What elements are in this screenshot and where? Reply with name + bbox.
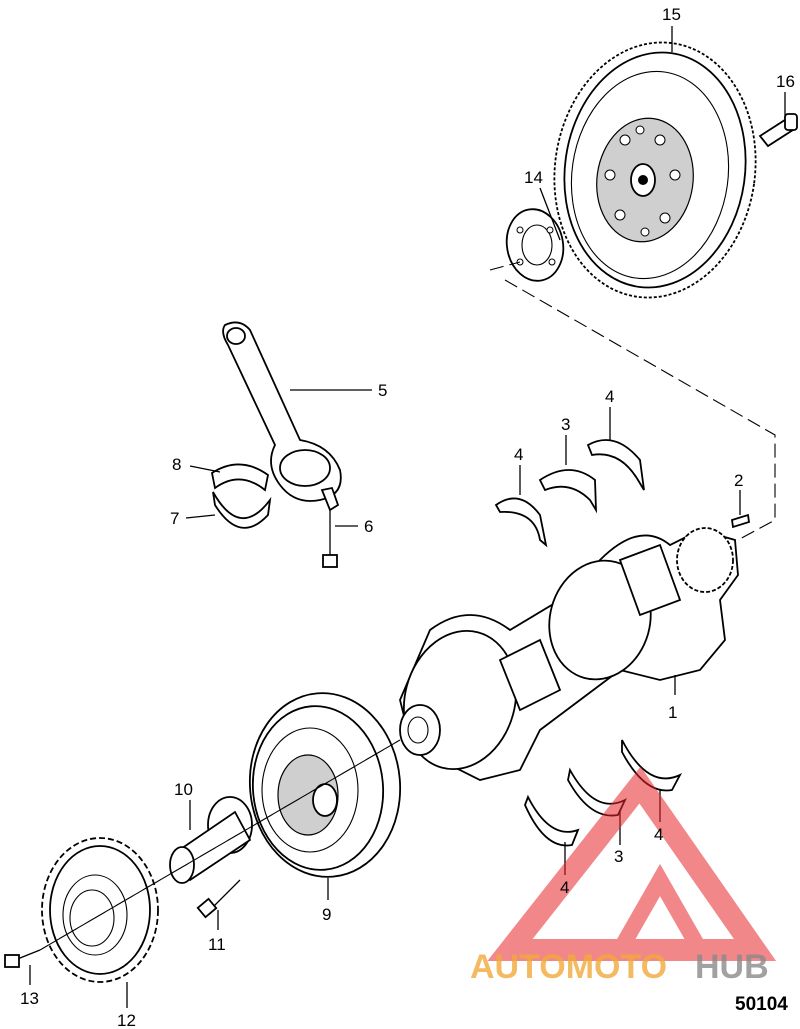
label-3-upper: 3 (561, 415, 570, 434)
watermark-text-secondary: HUB (695, 948, 769, 986)
label-7: 7 (170, 509, 179, 528)
main-bearing-shells-upper (494, 439, 645, 548)
label-6: 6 (364, 517, 373, 536)
rod-bearing-upper (210, 463, 269, 492)
crank-bolt (4, 949, 41, 968)
rod-bearing-lower (212, 491, 272, 529)
label-4-upper-left: 4 (514, 445, 523, 464)
flywheel (553, 41, 757, 299)
leader-lines (29, 26, 786, 1008)
label-10: 10 (174, 780, 193, 799)
flywheel-bolt (758, 113, 798, 148)
label-4-lower-right: 4 (654, 825, 663, 844)
crank-key (731, 513, 750, 529)
harmonic-damper-pulley (248, 692, 402, 878)
label-15: 15 (662, 5, 681, 24)
small-bolt (196, 879, 241, 919)
watermark-text-primary: AUTOMOTO (470, 948, 667, 986)
crankshaft-sprocket (41, 837, 159, 983)
rod-bolt (322, 510, 338, 568)
label-14: 14 (524, 168, 543, 187)
label-4-lower-left: 4 (560, 878, 569, 897)
label-13: 13 (20, 989, 39, 1008)
label-11: 11 (208, 935, 226, 954)
connecting-rod (222, 321, 342, 512)
crankshaft-sleeve (169, 796, 253, 884)
label-3-lower: 3 (614, 847, 623, 866)
label-5: 5 (378, 381, 387, 400)
flywheel-spacer-plate (505, 208, 565, 282)
watermark-logo (487, 766, 777, 961)
label-9: 9 (322, 905, 331, 924)
callout-numbers: 1 2 3 3 4 4 4 4 5 6 7 8 9 10 11 12 13 14… (20, 5, 795, 1029)
diagram-code: 50104 (735, 994, 788, 1015)
label-4-upper-right: 4 (605, 387, 614, 406)
crankshaft (399, 527, 739, 781)
label-8: 8 (172, 455, 181, 474)
label-16: 16 (776, 72, 795, 91)
label-12: 12 (117, 1011, 136, 1029)
label-2: 2 (734, 471, 743, 490)
label-1: 1 (668, 703, 677, 722)
